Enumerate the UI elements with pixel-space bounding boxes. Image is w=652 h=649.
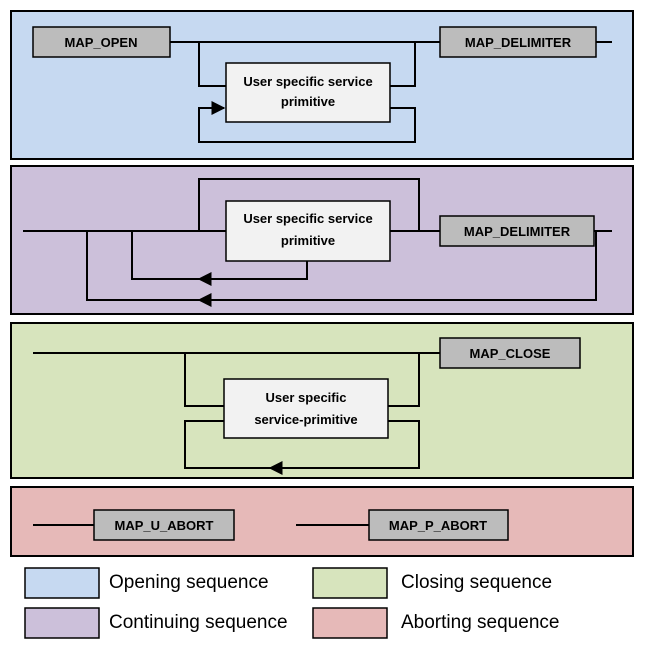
primitive-line1: User specific service — [243, 74, 372, 89]
legend-swatch-aborting — [312, 607, 388, 639]
map-close-label: MAP_CLOSE — [470, 346, 551, 361]
user-primitive-box: User specific service primitive — [225, 62, 391, 123]
legend-item-opening: Opening sequence — [24, 567, 269, 599]
legend-swatch-closing — [312, 567, 388, 599]
legend-label-opening: Opening sequence — [109, 572, 269, 593]
legend-swatch-opening — [24, 567, 100, 599]
map-close-box: MAP_CLOSE — [439, 337, 581, 369]
aborting-sequence-panel: MAP_U_ABORT MAP_P_ABORT — [10, 486, 634, 557]
map-open-label: MAP_OPEN — [65, 35, 138, 50]
map-delimiter-box: MAP_DELIMITER — [439, 215, 595, 247]
map-delimiter-label: MAP_DELIMITER — [464, 224, 571, 239]
map-p-abort-box: MAP_P_ABORT — [368, 509, 509, 541]
legend-swatch-continuing — [24, 607, 100, 639]
opening-sequence-panel: MAP_OPEN MAP_DELIMITER User specific ser… — [10, 10, 634, 160]
legend: Opening sequence Closing sequence Contin… — [24, 567, 559, 639]
legend-label-continuing: Continuing sequence — [109, 612, 288, 633]
primitive-line2: primitive — [281, 94, 335, 109]
legend-item-closing: Closing sequence — [312, 567, 552, 599]
primitive-line2: primitive — [281, 233, 335, 248]
continuing-sequence-panel: User specific service primitive MAP_DELI… — [10, 165, 634, 315]
legend-label-aborting: Aborting sequence — [401, 612, 559, 633]
legend-item-aborting: Aborting sequence — [312, 607, 559, 639]
map-delimiter-label: MAP_DELIMITER — [465, 35, 572, 50]
legend-item-continuing: Continuing sequence — [24, 607, 288, 639]
map-open-box: MAP_OPEN — [32, 26, 171, 58]
map-delimiter-box: MAP_DELIMITER — [439, 26, 597, 58]
closing-sequence-panel: MAP_CLOSE User specific service-primitiv… — [10, 322, 634, 479]
user-primitive-box: User specific service-primitive — [223, 378, 389, 439]
primitive-line2: service-primitive — [254, 412, 357, 427]
map-p-abort-label: MAP_P_ABORT — [389, 518, 487, 533]
map-u-abort-label: MAP_U_ABORT — [115, 518, 214, 533]
user-primitive-box: User specific service primitive — [225, 200, 391, 262]
map-u-abort-box: MAP_U_ABORT — [93, 509, 235, 541]
legend-label-closing: Closing sequence — [401, 572, 552, 593]
primitive-line1: User specific service — [243, 211, 372, 226]
primitive-line1: User specific — [266, 390, 347, 405]
